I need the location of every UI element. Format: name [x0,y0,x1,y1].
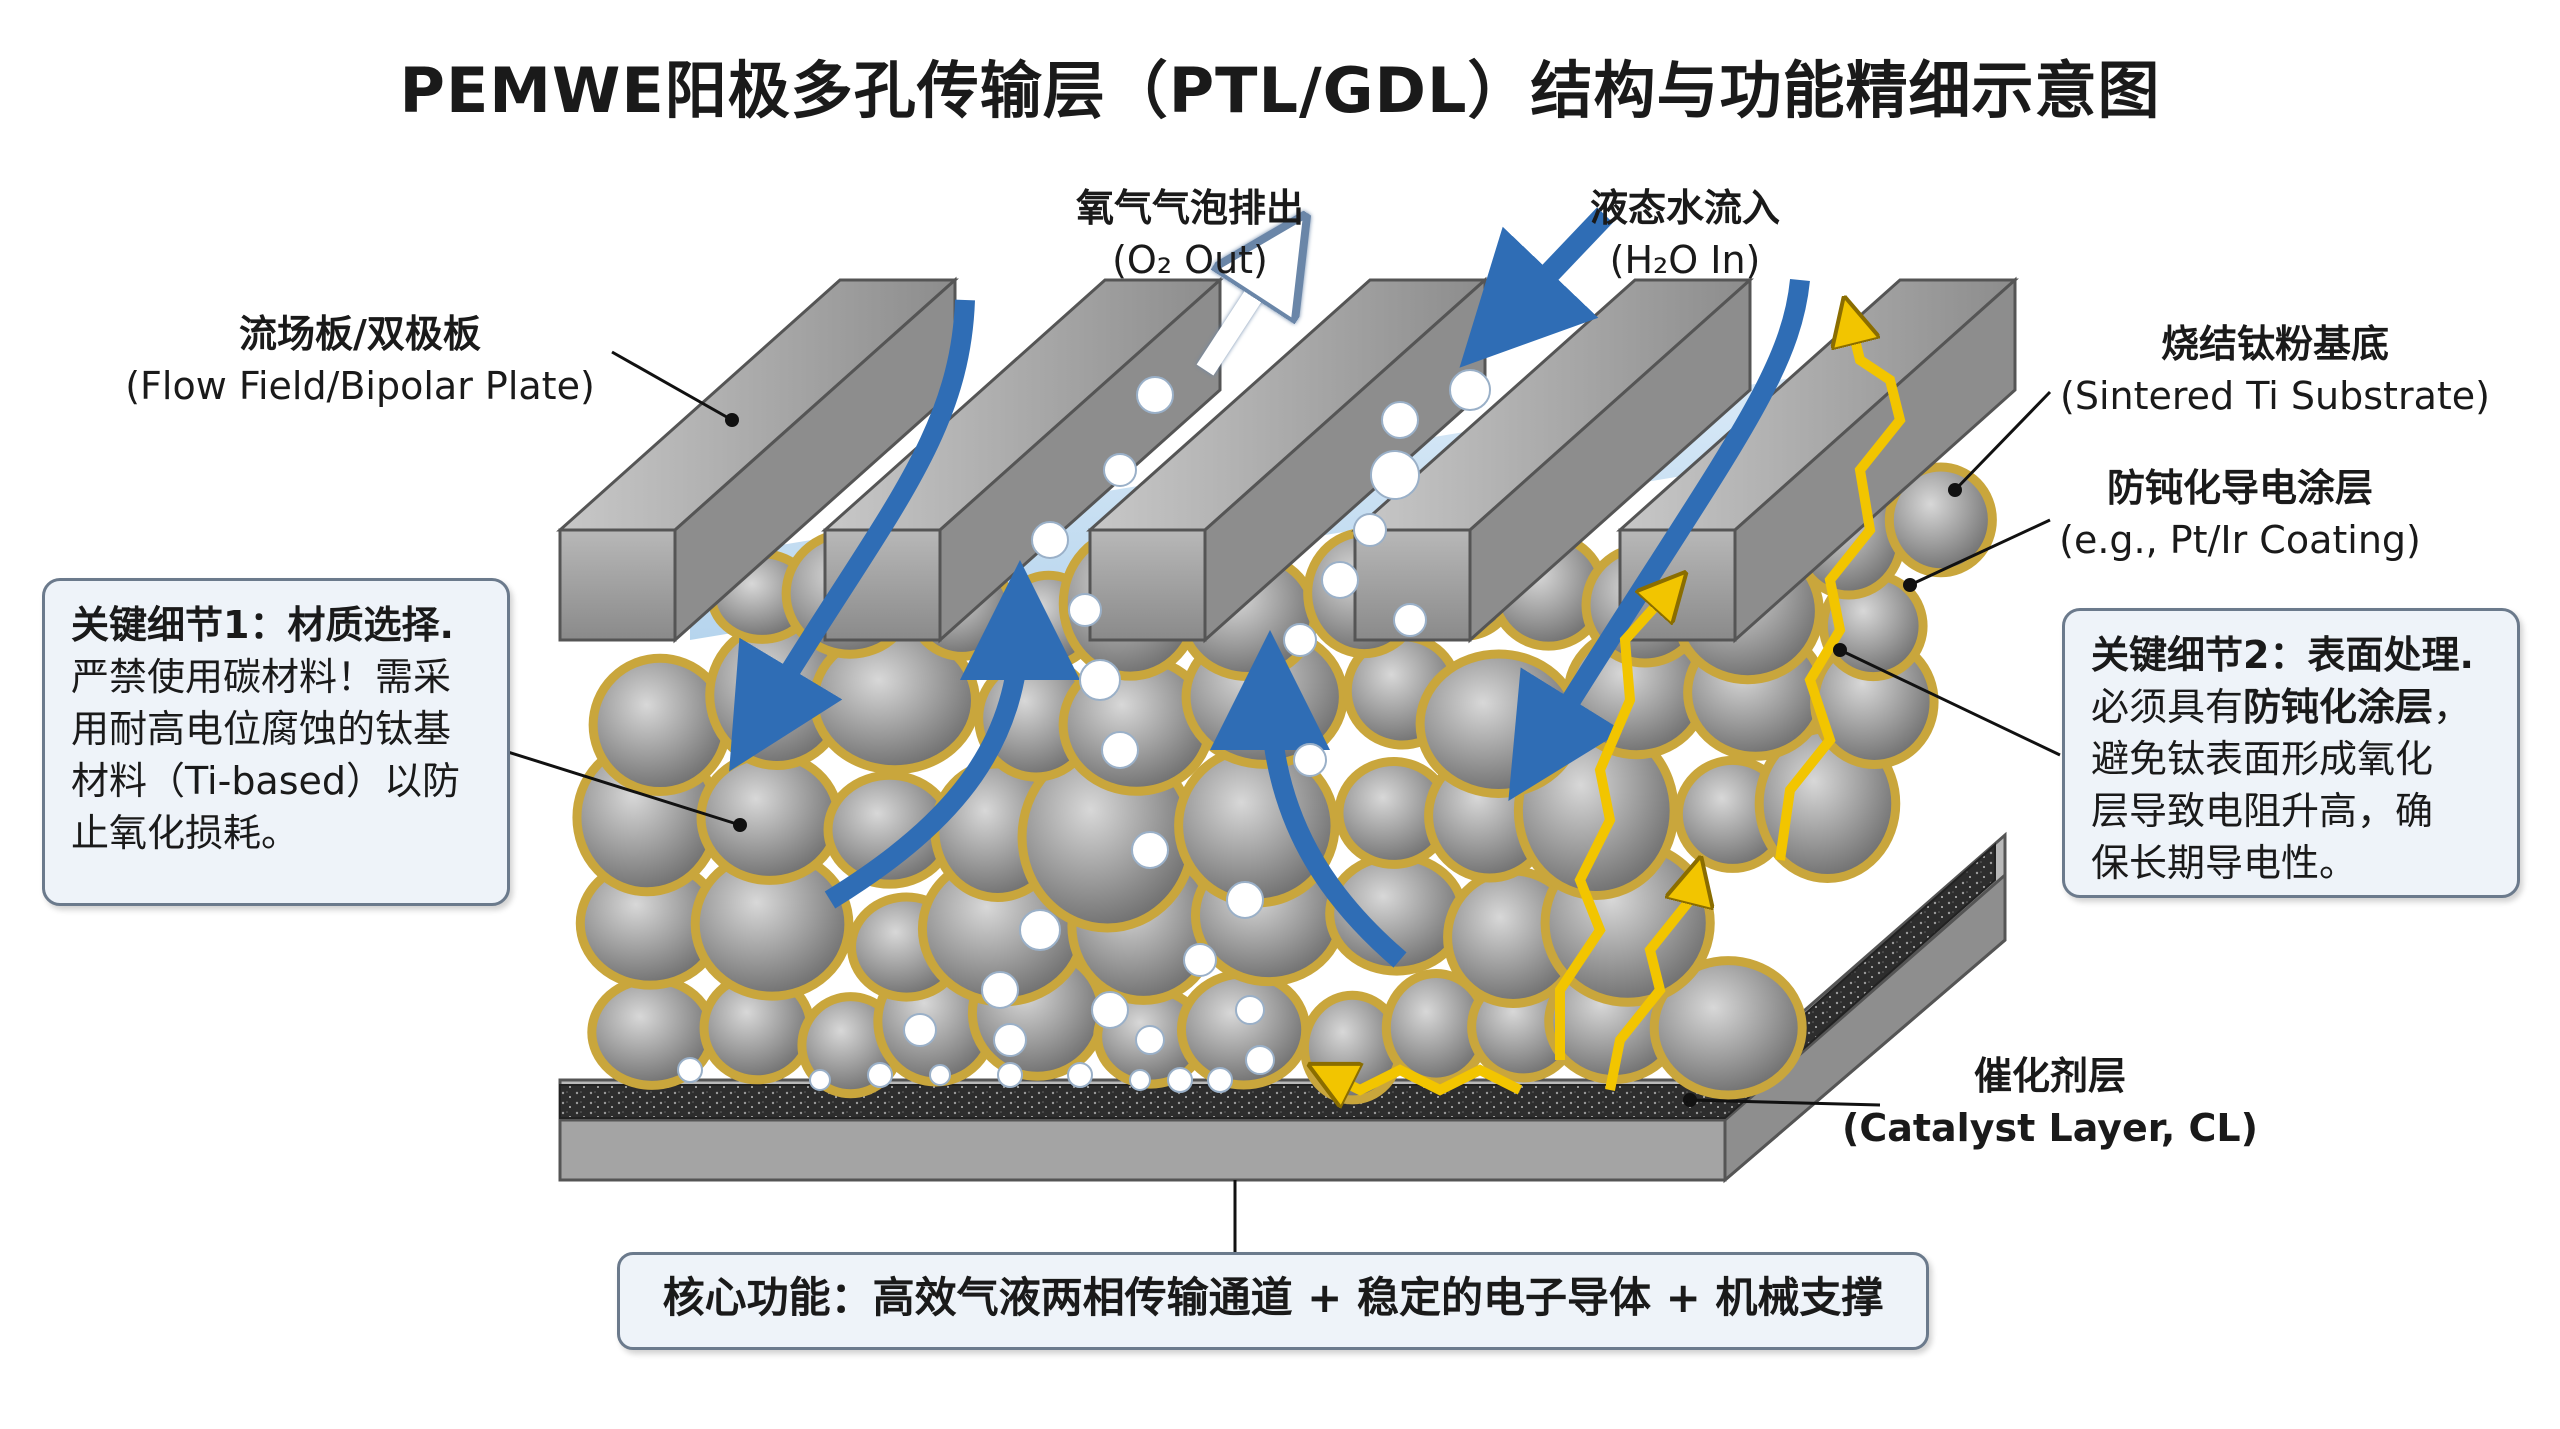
o2-label: 氧气气泡排出 (O₂ Out) [1020,182,1360,286]
o2-label-zh: 氧气气泡排出 [1075,186,1304,230]
water-flow-arrow-1 [729,299,975,772]
water-inflow-arrow [1459,207,1613,368]
o2-bubble [1226,881,1264,919]
o2-bubble [1091,991,1129,1029]
o2-bubble [1135,1025,1165,1055]
o2-bubble [997,1062,1023,1088]
o2-bubble [981,971,1019,1009]
o2-bubble [1293,743,1327,777]
o2-bubble [677,1057,703,1083]
detail-box-material-line: 止氧化损耗。 [71,811,300,855]
core-function-box: 核心功能：高效气液两相传输通道 + 稳定的电子导体 + 机械支撑 [617,1252,1929,1350]
detail-text: ， [2433,685,2472,729]
plate-label-zh: 流场板/双极板 [239,312,481,356]
page-title: PEMWE阳极多孔传输层（PTL/GDL）结构与功能精细示意图 [399,54,2161,127]
o2-bubble [809,1069,831,1091]
detail-box-surface-line: 层导致电阻升高，确 [2091,789,2434,833]
o2-bubble [1101,731,1139,769]
electron-arrow-6 [1775,320,1906,861]
o2-flow-arrow-2 [1210,630,1407,968]
o2-bubble [1167,1067,1193,1093]
leader-dots [725,413,1962,1107]
o2-bubble [1129,1069,1151,1091]
catalyst-label-zh: 催化剂层 [1973,1054,2126,1098]
o2-bubble [867,1062,893,1088]
detail-box-surface-line: 保长期导电性。 [2091,841,2358,885]
detail-box-material-line: 严禁使用碳材料！需采 [71,655,452,699]
electron-arrow-3 [1555,590,1670,1060]
detail-box-material-line: 材料（Ti-based）以防 [71,759,461,803]
detail-box-surface-line1: 必须具有防钝化涂层， [2091,681,2491,733]
o2-bubble [1103,453,1137,487]
detail-emphasis: 防钝化涂层 [2243,685,2434,729]
o2-bubble [1031,521,1069,559]
detail-box-material: 关键细节1：材质选择. 严禁使用碳材料！需采 用耐高电位腐蚀的钛基 材料（Ti-… [42,578,510,906]
h2o-label-en: (H₂O In) [1609,238,1761,282]
o2-bubble [1067,1062,1093,1088]
flow-field-bar [1351,276,1754,644]
flow-field-bar [1086,276,1489,644]
detail-box-surface: 关键细节2：表面处理. 必须具有防钝化涂层， 避免钛表面形成氧化 层导致电阻升高… [2062,608,2520,898]
h2o-label-zh: 液态水流入 [1589,186,1780,230]
ti-particle [1649,956,1807,1100]
detail-box-material-heading: 关键细节1：材质选择. [71,603,454,647]
o2-bubble [1207,1067,1233,1093]
ti-particle [1176,969,1311,1090]
plate-label: 流场板/双极板 (Flow Field/Bipolar Plate) [100,308,620,412]
o2-bubble [1079,659,1121,701]
o2-bubble [1131,831,1169,869]
catalyst-label: 催化剂层 (Catalyst Layer, CL) [1840,1050,2260,1154]
substrate-label-zh: 烧结钛粉基底 [2160,322,2389,366]
flow-field-bar [556,276,959,644]
water-flow-arrow-2 [1508,278,1810,801]
detail-box-surface-line: 避免钛表面形成氧化 [2091,737,2434,781]
electron-paths [1320,320,1906,1110]
substrate-label: 烧结钛粉基底 (Sintered Ti Substrate) [2040,318,2510,422]
o2-bubble [1370,450,1420,500]
electron-arrow-5 [1605,880,1695,1091]
o2-label-en: (O₂ Out) [1112,238,1268,282]
o2-bubble [993,1023,1027,1057]
coating-label-en: (e.g., Pt/Ir Coating) [2059,518,2421,562]
o2-bubble [1393,603,1427,637]
o2-bubble [1136,376,1174,414]
electron-arrow-2 [1330,1070,1523,1090]
o2-outflow-arrow [1196,255,1280,376]
coating-label: 防钝化导电涂层 (e.g., Pt/Ir Coating) [2040,462,2440,566]
o2-bubble [1381,401,1419,439]
o2-bubbles [677,369,1491,1093]
ti-particle [696,750,843,885]
h2o-label: 液态水流入 (H₂O In) [1555,182,1815,286]
detail-box-material-line: 用耐高电位腐蚀的钛基 [71,707,452,751]
flow-arrows [729,207,1810,968]
detail-box-surface-heading: 关键细节2：表面处理. [2091,633,2474,677]
ti-particle [588,653,732,797]
substrate-label-en: (Sintered Ti Substrate) [2060,374,2490,418]
o2-flow-arrow-1 [824,560,1080,909]
o2-bubble [1019,909,1061,951]
o2-bubble [903,1013,937,1047]
o2-bubble [1449,369,1491,411]
catalyst-label-en: (Catalyst Layer, CL) [1841,1106,2259,1150]
o2-bubble [1283,623,1317,657]
coating-label-zh: 防钝化导电涂层 [2106,466,2373,510]
plate-label-en: (Flow Field/Bipolar Plate) [125,364,595,408]
o2-bubble [1321,561,1359,599]
ti-particle [1884,462,1997,578]
o2-bubble [1235,995,1265,1025]
o2-bubble [1183,943,1217,977]
o2-bubble [929,1064,951,1086]
o2-bubble [1353,513,1387,547]
o2-bubble [1245,1045,1275,1075]
detail-text: 必须具有 [2091,685,2244,729]
leader-lines [507,350,2061,1252]
o2-bubble [1068,593,1102,627]
